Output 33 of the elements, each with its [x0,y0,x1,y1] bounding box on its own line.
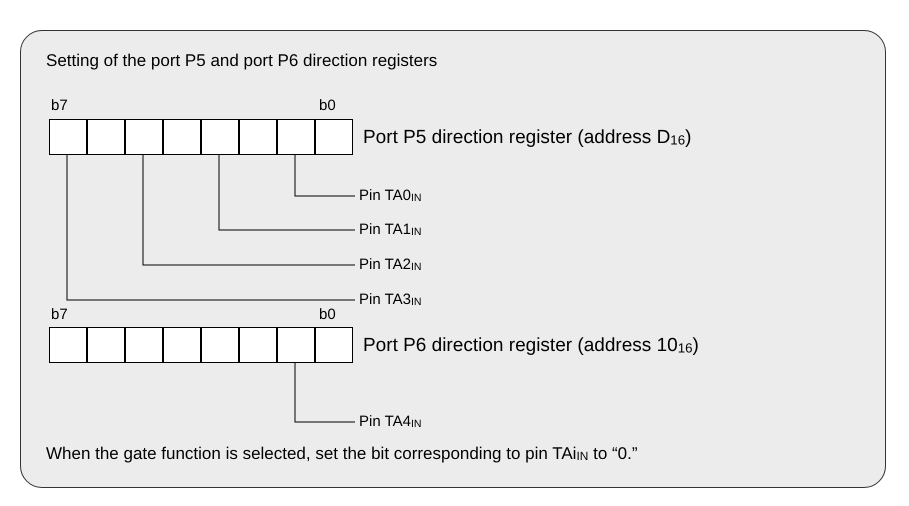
footnote: When the gate function is selected, set the bit corresponding to pin TAi$_{IN}$ to “0.” [46,444,638,464]
pin-label: Pin TA4$_{IN}$ [359,413,422,430]
register-bit-cell [87,119,125,155]
leader-line [294,154,356,196]
register-bit-cell [277,327,315,363]
register-bit-cell [315,119,353,155]
register-bit-cell [239,119,277,155]
pin-label: Pin TA0$_{IN}$ [359,187,422,204]
register-bit-cell [277,119,315,155]
leader-line [142,154,356,266]
register-bit-cell [239,327,277,363]
register-bit-cell [87,327,125,363]
leader-line [218,154,356,230]
register-bit-cell [201,327,239,363]
register-bit-cell [163,327,201,363]
bit-label: b7 [51,306,68,323]
register-bit-cell [49,119,87,155]
pin-label: Pin TA1$_{IN}$ [359,221,422,238]
leader-line [294,362,356,422]
leader-line [66,154,356,300]
register-bit-cell [49,327,87,363]
register-bit-cell [125,119,163,155]
register-bit-cell [315,327,353,363]
pin-label: Pin TA3$_{IN}$ [359,291,422,308]
panel-background [20,30,886,488]
bit-label: b0 [319,97,336,114]
heading: Setting of the port P5 and port P6 direction registers [46,51,438,71]
bit-label: b0 [319,306,336,323]
register-bit-cell [125,327,163,363]
register-bit-cell [201,119,239,155]
bit-label: b7 [51,97,68,114]
pin-label: Pin TA2$_{IN}$ [359,256,422,274]
register-bit-cell [163,119,201,155]
